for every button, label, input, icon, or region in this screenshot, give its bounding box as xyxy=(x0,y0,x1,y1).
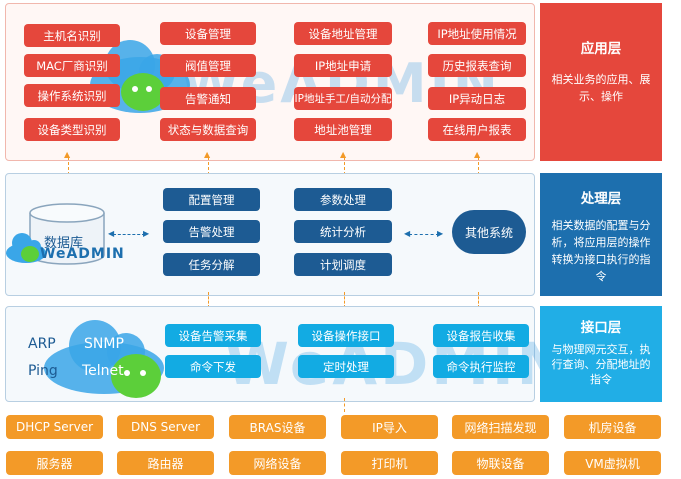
arrow-left-icon: ◀ xyxy=(404,229,411,238)
app-item[interactable]: 在线用户报表 xyxy=(428,118,526,141)
connector-line xyxy=(208,292,209,308)
protocol-label: SNMP xyxy=(84,336,124,352)
device-item[interactable]: 物联设备 xyxy=(452,451,549,475)
application-layer-label: 应用层 相关业务的应用、展示、操作 xyxy=(540,3,662,161)
app-item[interactable]: 操作系统识别 xyxy=(24,84,120,107)
interface-layer-label: 接口层 与物理网元交互，执行查询、分配地址的指令 xyxy=(540,306,662,402)
device-item[interactable]: VM虚拟机 xyxy=(564,451,661,475)
connector-line xyxy=(478,157,479,175)
interface-item[interactable]: 设备操作接口 xyxy=(298,324,394,347)
process-item[interactable]: 告警处理 xyxy=(163,220,260,243)
connector-line xyxy=(344,398,345,412)
logo-text: WeADMIN xyxy=(40,246,125,262)
layer-title: 处理层 xyxy=(580,191,622,207)
interface-item[interactable]: 定时处理 xyxy=(298,355,394,378)
arrow-up-icon: ▲ xyxy=(204,150,211,159)
device-item[interactable]: 网络扫描发现 xyxy=(452,415,549,439)
process-item[interactable]: 配置管理 xyxy=(163,188,260,211)
device-item[interactable]: DHCP Server xyxy=(6,415,103,439)
layer-title: 接口层 xyxy=(580,320,622,336)
process-item[interactable]: 统计分析 xyxy=(294,220,392,243)
device-item[interactable]: 机房设备 xyxy=(564,415,661,439)
interface-item[interactable]: 设备告警采集 xyxy=(165,324,261,347)
device-item[interactable]: 服务器 xyxy=(6,451,103,475)
connector-line xyxy=(344,157,345,175)
protocol-label: Ping xyxy=(28,363,58,379)
interface-item[interactable]: 命令下发 xyxy=(165,355,261,378)
app-item[interactable]: IP异动日志 xyxy=(428,87,526,110)
chat-bubble-icon xyxy=(111,354,161,398)
app-item[interactable]: MAC厂商识别 xyxy=(24,54,120,77)
app-item[interactable]: 历史报表查询 xyxy=(428,54,526,77)
layer-description: 与物理网元交互，执行查询、分配地址的指令 xyxy=(551,343,651,386)
app-item[interactable]: 阀值管理 xyxy=(160,54,256,77)
other-systems-node[interactable]: 其他系统 xyxy=(452,210,526,254)
app-item[interactable]: IP地址手工/自动分配 xyxy=(294,87,392,110)
arrow-up-icon: ▲ xyxy=(340,150,347,159)
database-label: 数据库 xyxy=(44,236,84,251)
app-item[interactable]: 状态与数据查询 xyxy=(160,118,256,141)
app-item[interactable]: 设备类型识别 xyxy=(24,118,120,141)
arrow-left-icon: ◀ xyxy=(108,229,115,238)
device-item[interactable]: DNS Server xyxy=(117,415,214,439)
layer-description: 相关业务的应用、展示、操作 xyxy=(551,73,651,103)
protocol-label: ARP xyxy=(28,336,56,352)
arrow-right-icon: ▶ xyxy=(143,229,150,238)
connector-line xyxy=(409,234,439,235)
app-item[interactable]: IP地址申请 xyxy=(294,54,392,77)
process-item[interactable]: 参数处理 xyxy=(294,188,392,211)
device-item[interactable]: 网络设备 xyxy=(229,451,326,475)
process-item[interactable]: 计划调度 xyxy=(294,253,392,276)
process-item[interactable]: 任务分解 xyxy=(163,253,260,276)
arrow-right-icon: ▶ xyxy=(437,229,444,238)
interface-item[interactable]: 命令执行监控 xyxy=(433,355,529,378)
app-item[interactable]: 告警通知 xyxy=(160,87,256,110)
protocol-label: Telnet xyxy=(82,363,124,379)
connector-line xyxy=(208,157,209,175)
app-item[interactable]: 设备地址管理 xyxy=(294,22,392,45)
app-item[interactable]: 设备管理 xyxy=(160,22,256,45)
device-item[interactable]: BRAS设备 xyxy=(229,415,326,439)
arrow-up-icon: ▲ xyxy=(64,150,71,159)
chat-bubble-icon xyxy=(21,246,39,262)
arrow-up-icon: ▲ xyxy=(474,150,481,159)
connector-line xyxy=(113,234,145,235)
interface-item[interactable]: 设备报告收集 xyxy=(433,324,529,347)
connector-line xyxy=(478,292,479,308)
app-item[interactable]: 主机名识别 xyxy=(24,24,120,47)
app-item[interactable]: IP地址使用情况 xyxy=(428,22,526,45)
chat-bubble-icon xyxy=(121,73,165,111)
app-item[interactable]: 地址池管理 xyxy=(294,118,392,141)
connector-line xyxy=(344,292,345,308)
device-item[interactable]: 打印机 xyxy=(341,451,438,475)
layer-title: 应用层 xyxy=(580,41,622,57)
device-item[interactable]: 路由器 xyxy=(117,451,214,475)
connector-line xyxy=(68,157,69,175)
device-item[interactable]: IP导入 xyxy=(341,415,438,439)
layer-description: 相关数据的配置与分析，将应用层的操作转换为接口执行的指令 xyxy=(551,219,651,283)
processing-layer-label: 处理层 相关数据的配置与分析，将应用层的操作转换为接口执行的指令 xyxy=(540,173,662,296)
